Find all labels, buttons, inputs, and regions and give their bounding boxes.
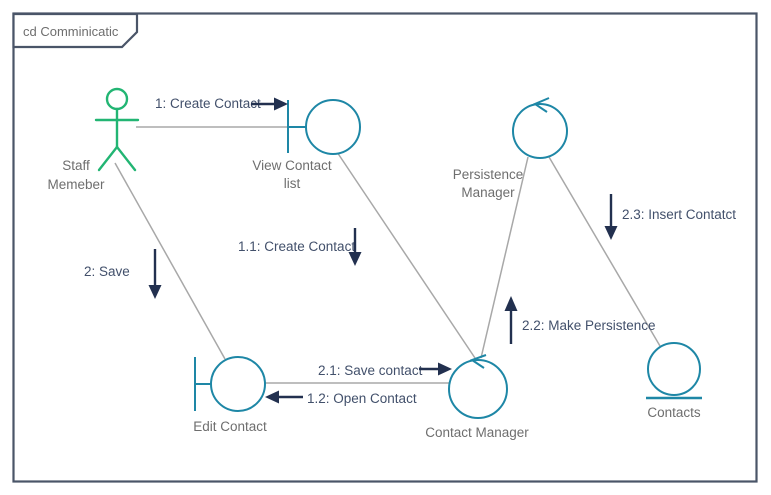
link-persistence-manager-contact-manager[interactable]: [480, 156, 529, 359]
boundary-icon: [287, 99, 361, 155]
message-arrowhead-icon: [438, 362, 452, 376]
message-2-2-make-persistence[interactable]: 2.2: Make Persistence: [504, 296, 656, 344]
node-label-line2: Manager: [461, 185, 515, 200]
frame-title: cd Comminicatic: [23, 24, 119, 39]
message-arrowhead-icon: [274, 97, 288, 111]
node-boundary-edit-contact[interactable]: Edit Contact: [193, 356, 267, 434]
connectors: [114, 126, 661, 384]
frame-title-tab: cd Comminicatic: [12, 12, 139, 49]
message-2-1-save-contact[interactable]: 2.1: Save contact: [318, 362, 452, 379]
message-label: 1.1: Create Contact: [238, 239, 355, 254]
link-actor-edit-contact[interactable]: [114, 162, 226, 360]
node-entity-contacts[interactable]: Contacts: [646, 342, 702, 420]
message-2-3-insert-contact[interactable]: 2.3: Insert Contatct: [604, 194, 737, 240]
node-control-contact-manager[interactable]: Contact Manager: [425, 354, 529, 440]
message-arrowhead-icon: [604, 226, 618, 240]
frame-tab-shape: [12, 12, 139, 49]
boundary-icon: [194, 356, 266, 412]
message-arrowhead-icon: [504, 296, 518, 311]
node-boundary-view-contact-list[interactable]: View Contact list: [252, 99, 361, 191]
node-label-line2: list: [284, 176, 301, 191]
message-1-2-open-contact[interactable]: 1.2: Open Contact: [265, 390, 417, 407]
message-label: 1.2: Open Contact: [307, 391, 417, 406]
actor-stick-figure-icon: [94, 87, 140, 172]
node-control-persistence-manager[interactable]: Persistence Manager: [453, 97, 568, 200]
node-label: Contacts: [647, 405, 701, 420]
entity-icon: [646, 342, 702, 400]
message-2-save[interactable]: 2: Save: [84, 249, 162, 299]
message-arrowhead-icon: [348, 252, 362, 266]
node-label-line1: View Contact: [252, 158, 332, 173]
actor-label-line1: Staff: [62, 158, 90, 173]
node-label: Edit Contact: [193, 419, 267, 434]
message-label: 2.2: Make Persistence: [522, 318, 656, 333]
message-label: 2: Save: [84, 264, 130, 279]
message-arrowhead-icon: [265, 390, 279, 404]
message-label: 2.3: Insert Contatct: [622, 207, 736, 222]
message-1-1-create-contact[interactable]: 1.1: Create Contact: [238, 228, 362, 266]
actor-label-line2: Memeber: [47, 177, 105, 192]
control-icon: [448, 354, 508, 419]
diagram-frame-border: [12, 12, 758, 483]
message-label: 2.1: Save contact: [318, 363, 423, 378]
node-label-line1: Persistence: [453, 167, 524, 182]
control-icon: [512, 97, 568, 159]
node-actor-staff-member[interactable]: Staff Memeber: [47, 87, 140, 192]
message-arrowhead-icon: [148, 285, 162, 299]
message-label: 1: Create Contact: [155, 96, 261, 111]
link-persistence-manager-contacts[interactable]: [548, 156, 661, 347]
link-view-contact-list-contact-manager[interactable]: [336, 151, 476, 359]
message-1-create-contact[interactable]: 1: Create Contact: [155, 96, 288, 111]
node-label: Contact Manager: [425, 425, 529, 440]
